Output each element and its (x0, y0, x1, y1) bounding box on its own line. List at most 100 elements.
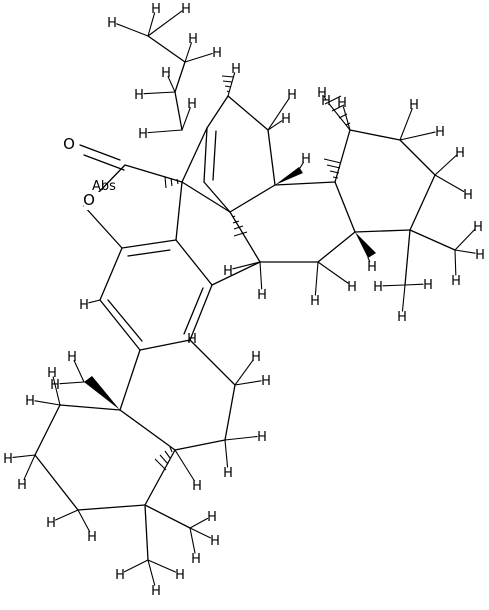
hydrogen-label: H (107, 16, 117, 31)
c-h-bond (399, 131, 436, 141)
hydrogen-label: H (281, 112, 291, 127)
atom-labels: O O Abs (62, 135, 116, 210)
abs-stereo-marker: Abs (92, 179, 116, 194)
hydrogen-label: H (161, 66, 171, 81)
hashed-wedge-bond (221, 75, 235, 93)
c-h-bond (59, 381, 85, 385)
hydrogen-label: H (191, 552, 201, 567)
c-h-bond (267, 120, 283, 131)
hashed-wedge-bond (323, 158, 342, 179)
hydrogen-label: H (50, 378, 60, 393)
hydrogen-label: H (47, 366, 57, 381)
hydrogen-label: H (287, 88, 297, 103)
hydrogen-label: H (435, 125, 445, 140)
hydrogen-label: H (251, 350, 261, 365)
c-h-bond (167, 76, 176, 93)
c-h-bond (147, 12, 156, 37)
hydrogen-label: H (151, 584, 161, 599)
hydrogen-label: H (223, 466, 233, 481)
c-h-bond (184, 52, 213, 63)
hydrogen-label: H (367, 260, 377, 275)
c-h-bond (187, 339, 191, 343)
c-h-bond (434, 174, 465, 193)
c-h-bond (342, 106, 351, 131)
hydrogen-label: H (463, 188, 473, 203)
c-h-bond (147, 10, 183, 37)
hydrogen-label: H (87, 530, 97, 545)
hydrogen-label: H (409, 98, 419, 113)
carbon-skeleton (34, 35, 456, 561)
c-h-bond (34, 400, 61, 406)
c-h-bond (224, 439, 229, 468)
c-h-bond (55, 509, 79, 521)
hydrogen-label: H (212, 46, 222, 61)
c-h-bond (116, 23, 149, 37)
c-h-bond (454, 249, 476, 254)
c-h-bond (52, 376, 61, 406)
c-h-bond (189, 527, 196, 554)
c-h-bond (314, 261, 319, 296)
hashed-wedge-bond (232, 215, 248, 237)
c-h-bond (323, 95, 327, 101)
hydrogen-label: H (192, 479, 202, 494)
c-h-bond (88, 299, 101, 304)
hydrogen-label: H (257, 430, 267, 445)
hydrogen-label: H (231, 62, 241, 77)
hashed-wedge-bond (154, 446, 173, 471)
c-h-bond (259, 261, 263, 290)
hydrogen-label: H (347, 280, 357, 295)
c-h-bond (23, 454, 36, 480)
hydrogen-label: H (115, 568, 125, 583)
c-h-bond (174, 449, 195, 482)
hashed-wedge-bond (164, 176, 179, 189)
hydrogen-label: H (138, 127, 148, 142)
c-h-bond (189, 527, 212, 539)
c-h-bond (189, 517, 209, 529)
hydrogen-label: H (134, 88, 144, 103)
hydrogen-label: H (25, 394, 35, 409)
hydrogen-label: H (321, 94, 331, 109)
hydrogen-label: H (3, 452, 13, 467)
c-h-bond (399, 108, 413, 141)
c-h-bond (12, 454, 36, 458)
hydrogen-label: H (455, 146, 465, 161)
hydrogen-label: H (451, 274, 461, 289)
c-h-bond (147, 559, 156, 586)
c-h-bond (454, 229, 476, 251)
c-h-bond (317, 261, 349, 284)
hydrogen-label: H (310, 294, 320, 309)
c-h-bond (232, 261, 261, 270)
wedge-bond (355, 232, 376, 258)
c-h-bond (367, 257, 371, 263)
hydrogen-label: H (17, 478, 27, 493)
c-h-bond (234, 359, 254, 386)
c-h-bond (77, 509, 91, 533)
c-h-bond (147, 559, 176, 573)
c-h-bond (434, 154, 457, 176)
c-h-bond (382, 284, 406, 287)
hydrogen-label: H (188, 32, 198, 47)
hydrogen-label: H (151, 2, 161, 17)
hydrogen-label: H (261, 374, 271, 389)
hydrogen-label: H (187, 332, 197, 347)
hydrogen-label: H (187, 97, 197, 112)
c-h-bond (224, 435, 258, 441)
c-h-bond (147, 129, 183, 134)
c-h-bond (234, 380, 262, 386)
ring-oxygen-label: O (83, 191, 95, 209)
hydrogen-bonds (12, 10, 476, 586)
stereo-bonds (84, 75, 376, 471)
c-h-bond (73, 359, 85, 383)
hydrogen-label: H (397, 310, 407, 325)
wedge-bond (275, 167, 303, 185)
hydrogen-label: H (373, 280, 383, 295)
hydrogen-label: H (46, 516, 56, 531)
c-h-bond (123, 559, 149, 573)
hydrogen-label: H (257, 288, 267, 303)
hydrogen-label: H (181, 2, 191, 17)
c-h-bond (454, 249, 457, 276)
hydrogen-label: H (317, 86, 327, 101)
